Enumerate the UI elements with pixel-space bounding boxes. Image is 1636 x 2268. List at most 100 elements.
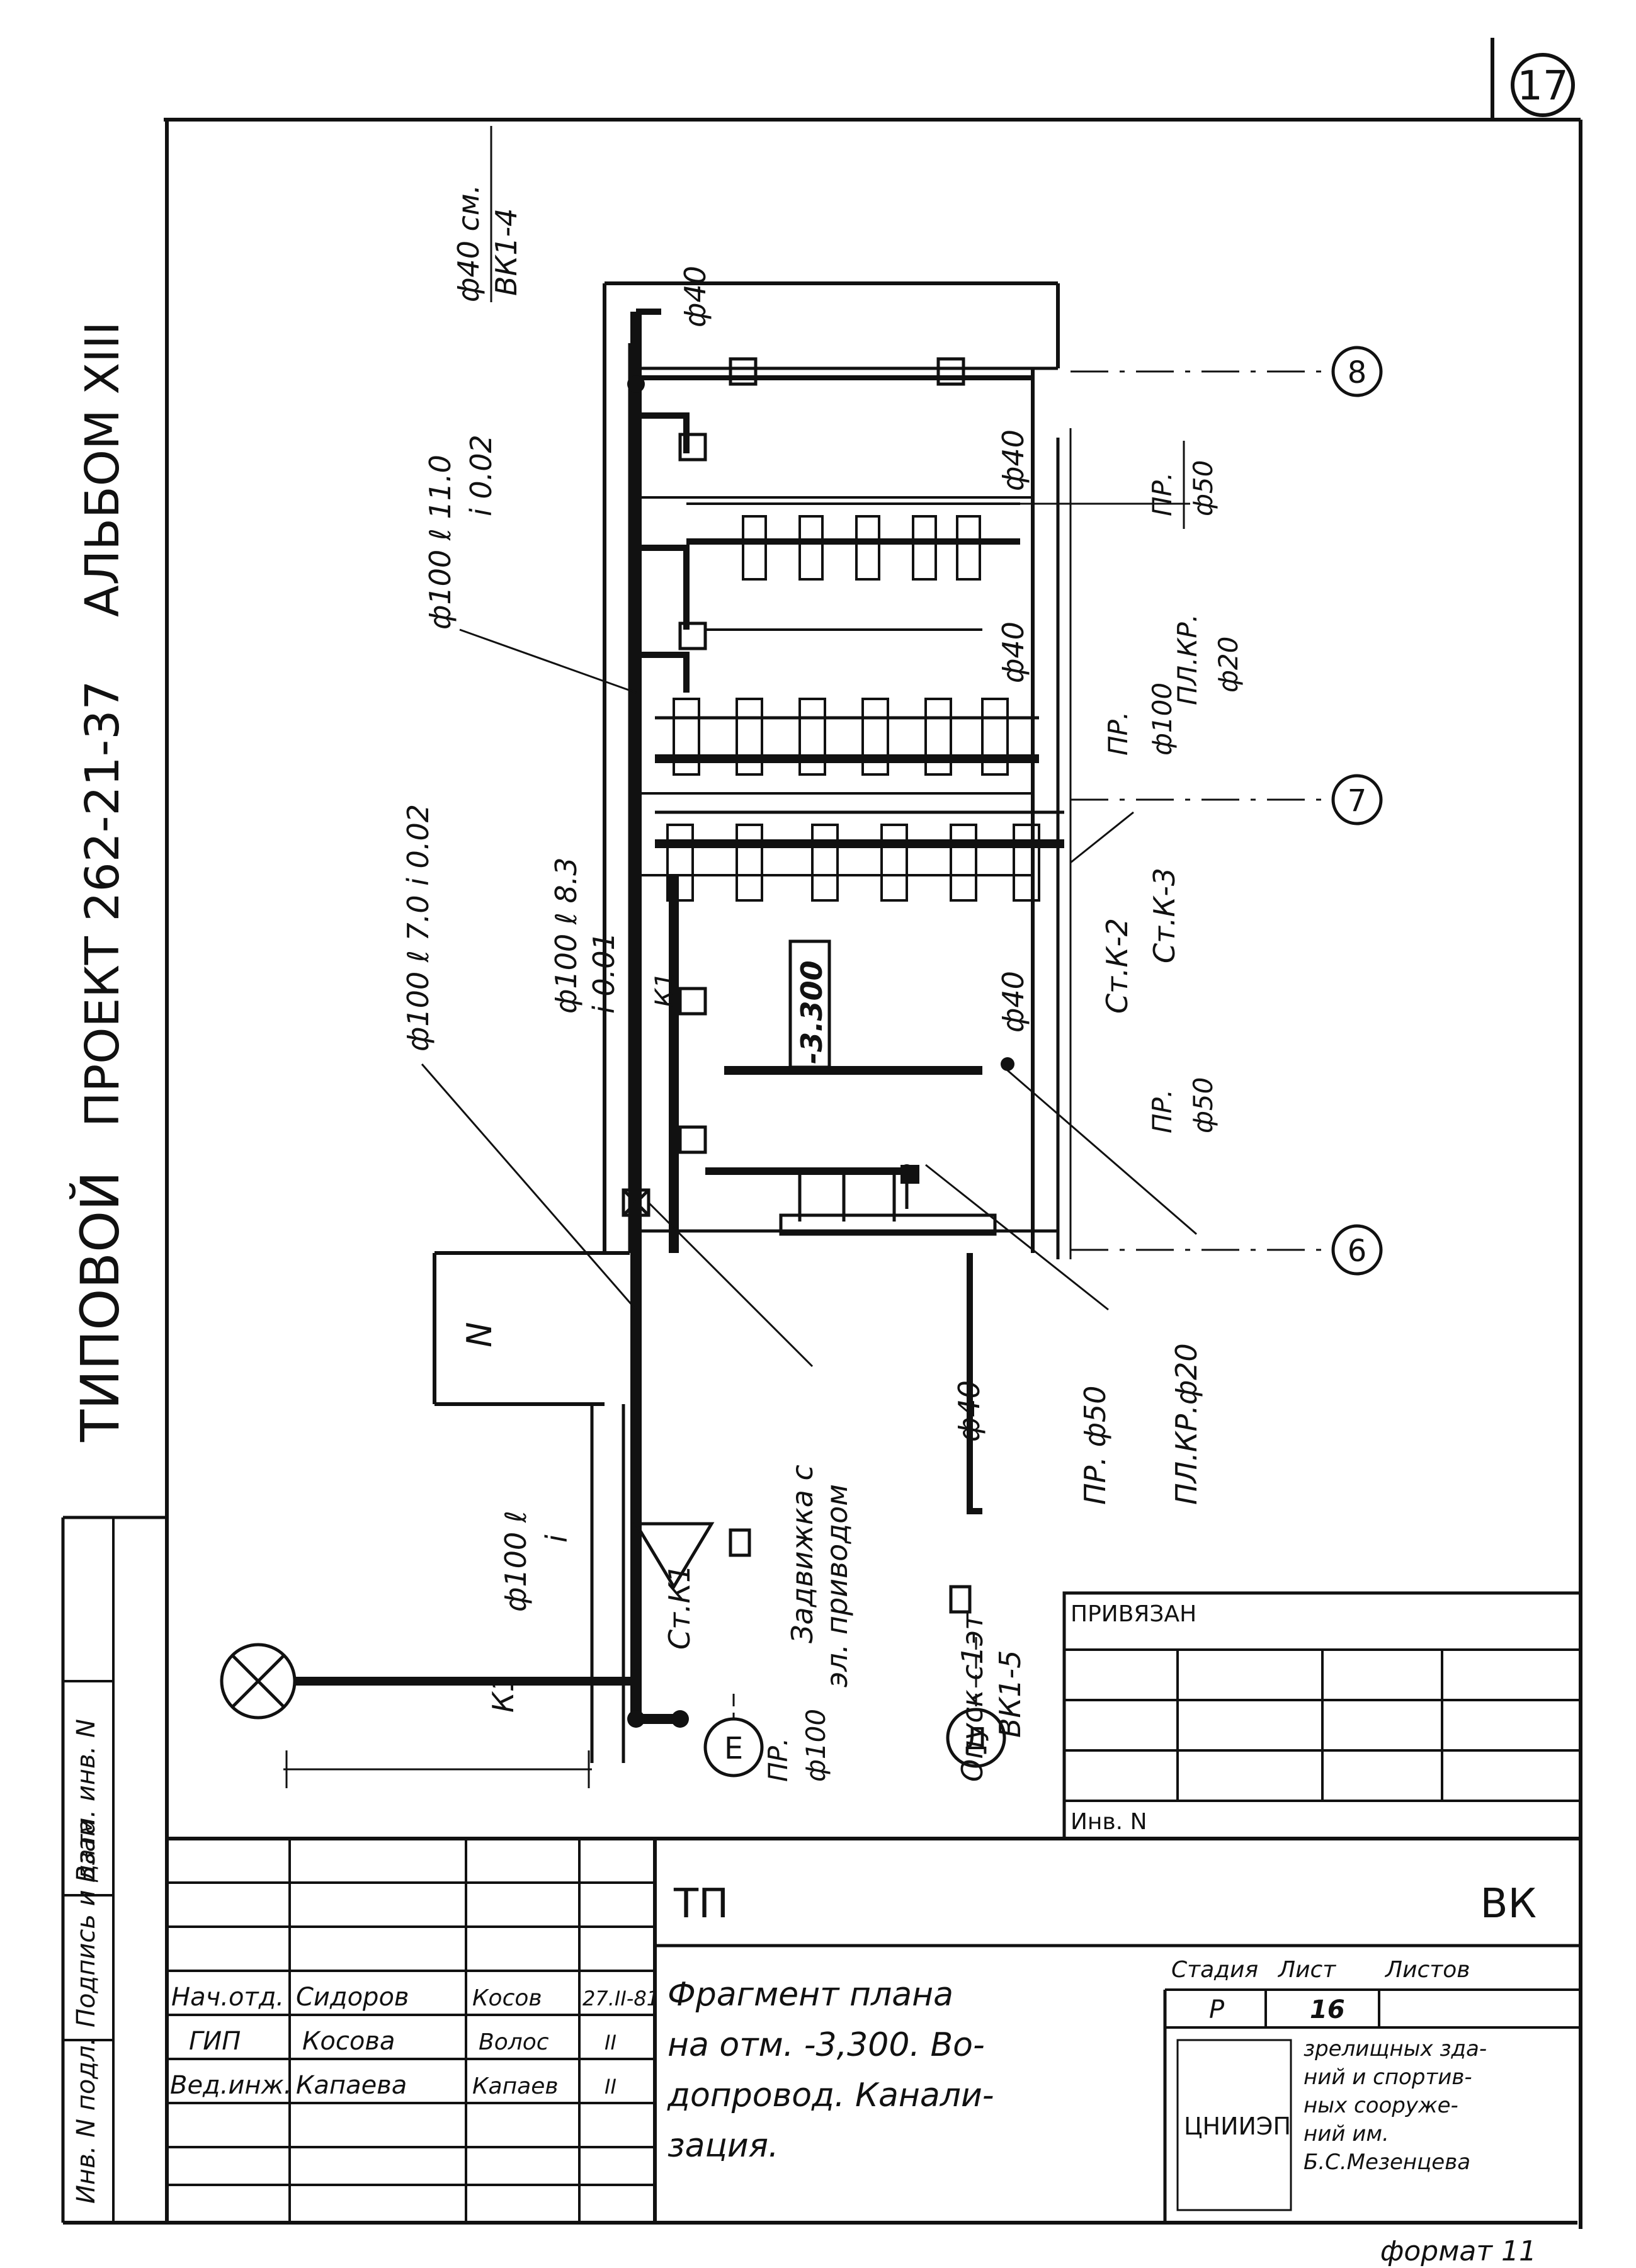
label-k1-top: К1 — [649, 972, 680, 1007]
stamp-inv-orig: Инв. N подл. — [72, 2038, 101, 2204]
label-d40-r1: ф40 — [996, 429, 1030, 491]
funnel — [633, 1522, 972, 1614]
wash-basins-lower — [779, 1165, 997, 1236]
tb-mark: ВК — [1480, 1881, 1537, 1927]
tb-stage-value: Р — [1209, 1995, 1225, 2024]
label-pr-d50-b2: ф50 — [1188, 1077, 1218, 1133]
tb-stage-label: Стадия — [1171, 1957, 1258, 1983]
label-valve-note: Задвижка с — [785, 1465, 819, 1643]
svg-text:8: 8 — [1348, 355, 1367, 390]
tb-title-line-3: зация. — [667, 2127, 779, 2165]
label-d100-l11-slope: i 0.02 — [464, 434, 498, 516]
tb-org-logo: ЦНИИЭП — [1184, 2112, 1291, 2140]
tb-name-2: Капаева — [296, 2071, 407, 2100]
tb-date-2: II — [605, 2075, 616, 2099]
tb-org-line-0: зрелищных зда- — [1304, 2036, 1487, 2061]
tb-code: ТП — [673, 1881, 729, 1927]
leader-d100-l11 — [459, 628, 637, 694]
tb-date-0: 27.II-81 — [582, 1987, 659, 2010]
tb-role-2: Вед.инж. — [170, 2071, 292, 2100]
label-d40-r2: ф40 — [996, 621, 1030, 683]
label-d40-top: ф40 — [678, 266, 712, 327]
privyazan-inv: Инв. N — [1071, 1809, 1147, 1835]
sanitary-row-urinals — [686, 502, 1020, 581]
sheet-number: 17 — [1491, 38, 1575, 120]
svg-text:Е: Е — [724, 1731, 743, 1766]
sanitary-row-middle — [655, 810, 1064, 902]
stamp-sign-date: Подпись и дата — [72, 1819, 101, 2027]
label-plkr-d20-b: ПЛ.КР.ф20 — [1169, 1343, 1203, 1505]
label-opusk: Опуск с1эт — [955, 1613, 989, 1782]
label-st-k2: Ст.К-2 — [1100, 918, 1134, 1014]
label-pr-d100-e2: ф100 — [800, 1709, 831, 1782]
label-d100-bottom-slope: i — [540, 1534, 574, 1543]
tb-org-line-4: Б.С.Мезенцева — [1304, 2150, 1470, 2175]
level-mark-box — [788, 939, 831, 1069]
label-d100-l11: ф100 ℓ 11.0 — [423, 455, 457, 630]
tb-org-line-2: ных сооруже- — [1304, 2093, 1458, 2118]
downpipe-d40 — [967, 1253, 982, 1514]
svg-text:17: 17 — [1517, 63, 1568, 110]
tb-title-line-0: Фрагмент плана — [667, 1976, 953, 2014]
tb-title-line-2: допровод. Канали- — [667, 2077, 994, 2114]
header-album: АЛЬБОМ XIII — [76, 321, 130, 617]
tb-role-0: Нач.отд. — [171, 1983, 284, 2012]
svg-text:6: 6 — [1348, 1233, 1367, 1269]
title-block: ТП ВК Нач.отд. Сидоров Косов 27.II-81 ГИ… — [167, 1837, 1581, 2223]
marker-d: Д — [946, 1637, 1006, 1768]
floor-drains — [678, 357, 965, 1154]
tb-date-1: II — [605, 2031, 616, 2055]
label-pr-d50-b: ПР. — [1147, 1089, 1178, 1133]
tb-sheet-label: Лист — [1277, 1957, 1336, 1983]
label-plkr-d20-a2: ф20 — [1213, 637, 1244, 693]
label-north: N — [460, 1322, 499, 1347]
label-d100-l83-slope: i 0.01 — [587, 932, 621, 1014]
label-pr-d50-a: ПР. — [1147, 472, 1178, 516]
tb-sheet-value: 16 — [1310, 1995, 1345, 2024]
svg-text:7: 7 — [1348, 783, 1367, 819]
header-project: ПРОЕКТ 262-21-37 — [76, 680, 130, 1127]
tb-name-1: Косова — [302, 2027, 395, 2056]
label-d100-bottom: ф100 ℓ — [499, 1511, 533, 1612]
tb-sign-2: Капаев — [472, 2073, 559, 2099]
label-pr-d50-a2: ф50 — [1188, 460, 1218, 516]
label-k1-bottom: К1 — [486, 1674, 520, 1713]
label-plkr-d20-a: ПЛ.КР. — [1172, 614, 1203, 705]
sanitary-row-upper — [655, 698, 1039, 776]
label-st-k1: Ст.К1 — [662, 1565, 696, 1650]
privyazan-label: ПРИВЯЗАН — [1071, 1601, 1196, 1627]
axis-8: 8 — [1071, 346, 1383, 397]
tb-role-1: ГИП — [189, 2027, 241, 2056]
leader-pr-d50-c — [925, 1164, 1109, 1311]
outlet-k1 — [220, 1643, 636, 1788]
tb-org-line-1: ний и спортив- — [1304, 2065, 1472, 2090]
label-opusk-ref: ВК1-5 — [993, 1650, 1027, 1738]
label-d40-lower: ф40 — [952, 1380, 986, 1442]
label-d100-l83: ф100 ℓ 8.3 — [549, 857, 583, 1014]
label-pr-d100: ПР. — [1103, 712, 1133, 756]
leader-st-k2 — [1070, 811, 1134, 864]
tb-title-line-1: на отм. -3,300. Во- — [667, 2026, 985, 2064]
tb-name-0: Сидоров — [296, 1983, 409, 2012]
branch-lines — [636, 412, 1014, 1253]
tb-sheets-label: Листов — [1384, 1957, 1470, 1983]
side-stamp: Инв. N подл. Подпись и дата Взам. инв. N — [61, 1516, 169, 2223]
leader-d100-l70 — [421, 1063, 637, 1310]
label-pr-d100-2: ф100 — [1147, 683, 1178, 756]
label-st-k3: Ст.К-3 — [1147, 868, 1181, 963]
label-pr-d100-e: ПР. — [763, 1738, 793, 1782]
label-level-mark: -3.300 — [795, 960, 829, 1064]
label-d40-r3: ф40 — [996, 971, 1030, 1033]
marker-e: Е — [703, 1694, 764, 1778]
svg-text:Д: Д — [964, 1721, 988, 1757]
label-d40-see-ref: ВК1-4 — [489, 208, 523, 296]
privyazan-block: ПРИВЯЗАН Инв. N — [1062, 1591, 1582, 1840]
axis-7: 7 — [1071, 774, 1383, 825]
label-d40-see: ф40 см. — [452, 184, 486, 302]
leader-plkr-d20-b — [1007, 1069, 1197, 1235]
label-valve-note-2: эл. приводом — [820, 1484, 854, 1687]
format-label: формат 11 — [1380, 2235, 1537, 2267]
tb-sign-0: Косов — [472, 1985, 542, 2011]
leader-valve — [647, 1201, 814, 1368]
